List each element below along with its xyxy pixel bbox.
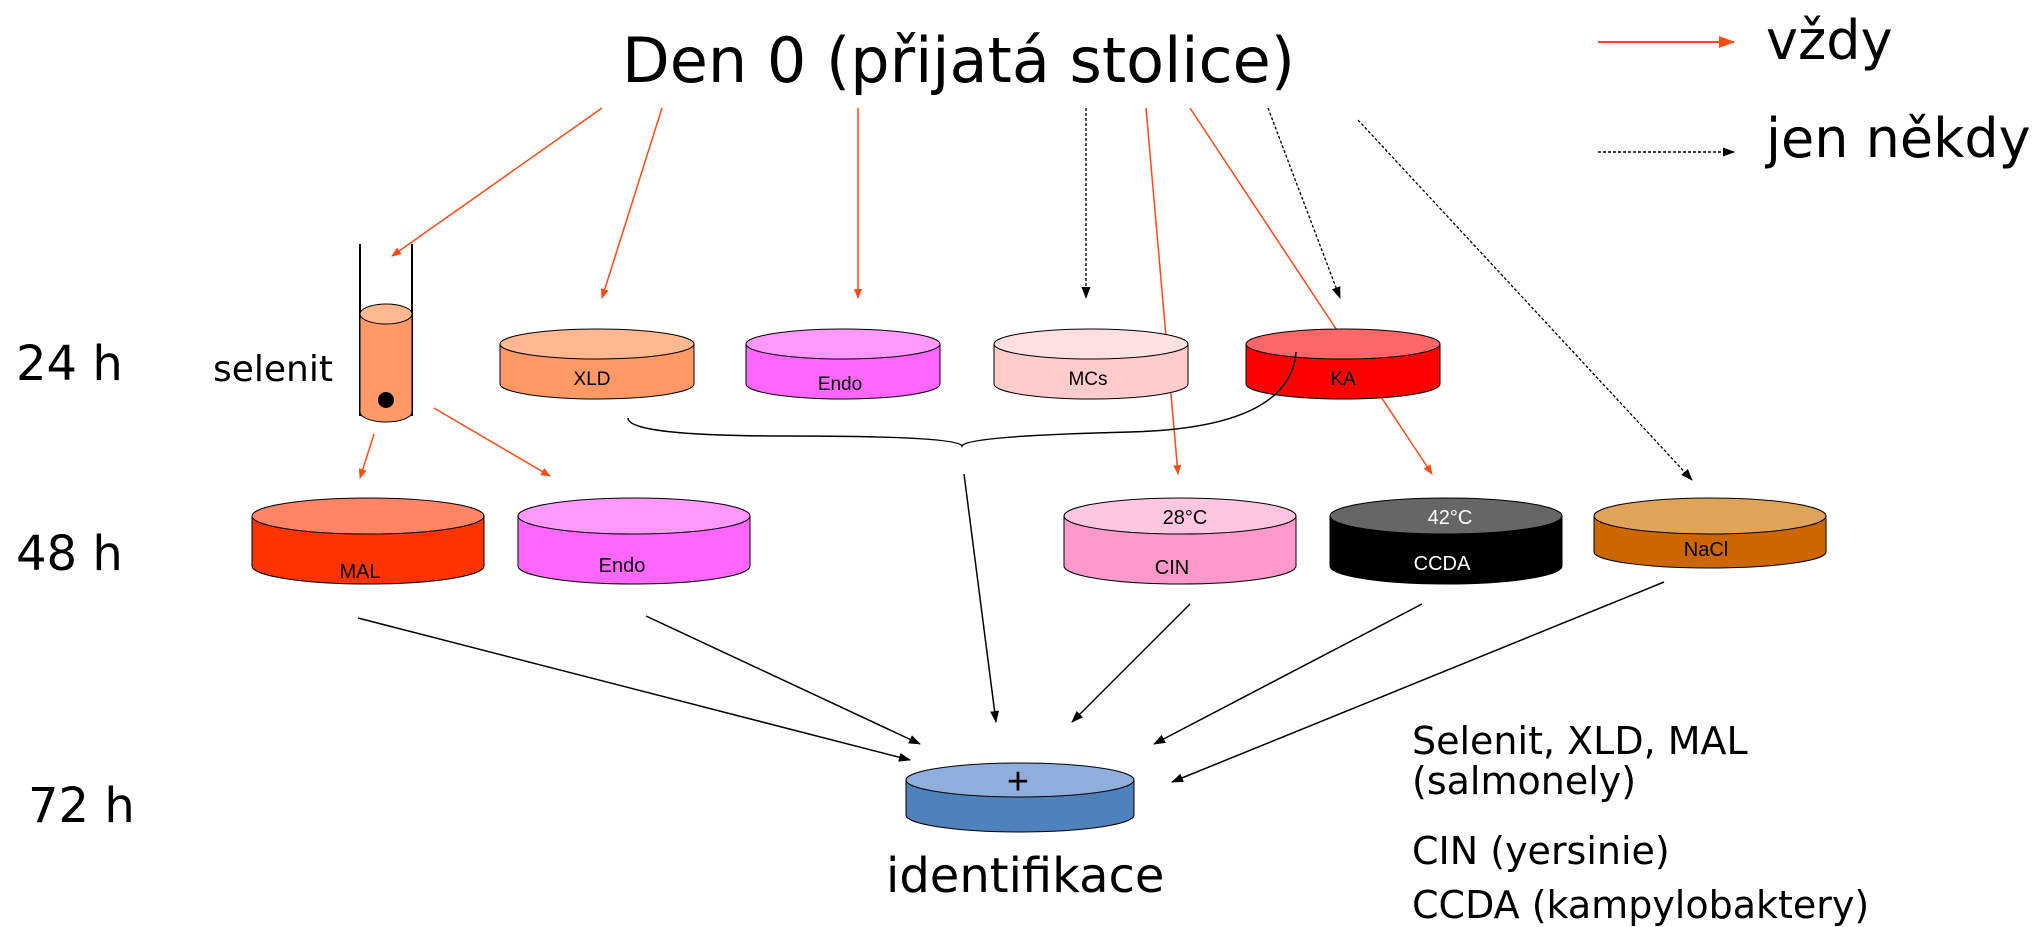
- result-plus-symbol: +: [1007, 761, 1029, 803]
- arrow-endo48-to-result: [645, 615, 921, 745]
- arrow-to-selenit: [391, 107, 603, 257]
- arrow-to-xld: [600, 107, 663, 299]
- arrow-to-nacl: [1357, 119, 1693, 481]
- plate-nacl: [1593, 497, 1827, 569]
- plate-mcs: [993, 328, 1189, 400]
- label-cin-temp: 28°C: [1163, 507, 1208, 529]
- legend-sometimes-label: jen někdy: [1766, 107, 2031, 170]
- label-nacl: NaCl: [1684, 539, 1728, 561]
- label-mcs: MCs: [1068, 369, 1107, 390]
- note-salmonella: (salmonely): [1412, 759, 1637, 803]
- timepoint-48h: 48 h: [16, 526, 123, 582]
- note-campylobacter: CCDA (kampylobaktery): [1412, 883, 1870, 927]
- plate-mal: [251, 497, 485, 585]
- note-salmonella-media: Selenit, XLD, MAL: [1412, 719, 1748, 763]
- timepoint-72h: 72 h: [28, 778, 135, 834]
- legend-always-label: vždy: [1766, 9, 1893, 72]
- plate-result: [905, 762, 1135, 833]
- label-cin: CIN: [1155, 557, 1189, 579]
- arrow-selenit-to-mal: [358, 433, 375, 479]
- label-xld: XLD: [574, 369, 611, 390]
- plate-endo-24: [745, 328, 941, 400]
- selenit-label: selenit: [213, 349, 333, 390]
- timepoint-24h: 24 h: [16, 336, 123, 392]
- arrow-to-cin: [1145, 107, 1182, 475]
- diagram-graphics: XLD Endo MCs KA MAL Endo 28°C CIN: [251, 36, 1827, 833]
- arrow-to-ccda: [1189, 107, 1433, 475]
- diagram-canvas: XLD Endo MCs KA MAL Endo 28°C CIN: [16, 9, 2031, 925]
- arrow-ccda-to-result: [1153, 603, 1423, 745]
- label-ka: KA: [1330, 369, 1356, 390]
- diagram-title: Den 0 (přijatá stolice): [622, 24, 1295, 97]
- arrow-to-ka: [1267, 107, 1341, 299]
- selenit-tube: [359, 244, 413, 423]
- label-mal: MAL: [339, 561, 380, 583]
- result-label: identifikace: [886, 848, 1165, 904]
- arrow-mal-to-result: [357, 617, 911, 762]
- arrow-selenit-to-endo48: [433, 407, 551, 477]
- plate-endo-48: [517, 497, 751, 585]
- label-ccda: CCDA: [1414, 553, 1471, 575]
- label-ccda-temp: 42°C: [1428, 507, 1473, 529]
- plate-xld: [499, 328, 695, 400]
- note-yersinia: CIN (yersinie): [1412, 829, 1670, 873]
- arrow-nacl-to-result: [1171, 581, 1665, 783]
- arrow-brace-to-result: [963, 473, 1000, 723]
- brace-24h: [627, 351, 1297, 448]
- plate-ka: [1245, 328, 1441, 400]
- plate-cin: [1063, 497, 1297, 585]
- label-endo-48: Endo: [599, 555, 646, 577]
- arrow-cin-to-result: [1071, 603, 1191, 723]
- plate-ccda: [1329, 497, 1563, 585]
- label-endo-24: Endo: [818, 374, 862, 395]
